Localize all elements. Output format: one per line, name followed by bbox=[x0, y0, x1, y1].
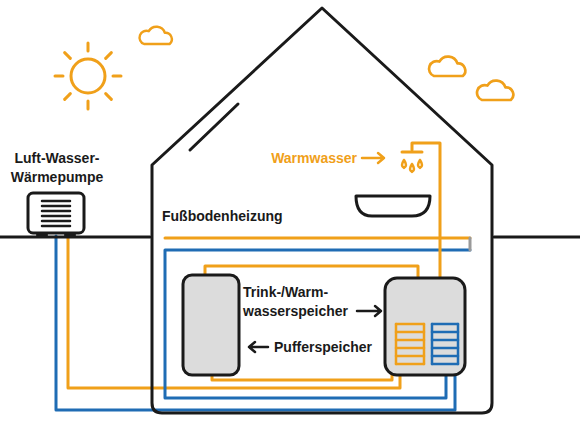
label: Warmwasser bbox=[271, 149, 357, 168]
illustration-stroke bbox=[165, 250, 470, 398]
illustration-stroke bbox=[385, 278, 465, 375]
illustration-stroke bbox=[106, 94, 112, 100]
illustration-stroke bbox=[357, 306, 381, 316]
illustration-stroke bbox=[87, 101, 90, 109]
illustration-stroke bbox=[42, 215, 70, 218]
illustration-stroke bbox=[477, 81, 513, 100]
illustration-stroke bbox=[432, 331, 458, 334]
illustration-stroke bbox=[396, 324, 424, 364]
illustration-stroke bbox=[432, 339, 458, 342]
illustration-stroke bbox=[469, 238, 472, 250]
illustration-stroke bbox=[396, 331, 424, 334]
illustration-stroke bbox=[418, 160, 422, 168]
illustration-stroke bbox=[42, 220, 70, 223]
illustration-stroke bbox=[65, 94, 71, 100]
illustration-stroke bbox=[68, 236, 400, 388]
illustration-stroke bbox=[396, 323, 424, 326]
house bbox=[0, 8, 580, 413]
illustration-stroke bbox=[249, 342, 268, 352]
illustration-stroke bbox=[432, 324, 458, 364]
illustration-stroke bbox=[190, 104, 238, 150]
illustration-stroke bbox=[38, 233, 74, 237]
illustration-stroke bbox=[140, 27, 172, 44]
illustration-stroke bbox=[71, 59, 105, 93]
illustration-stroke bbox=[55, 75, 63, 78]
illustration-stroke bbox=[396, 355, 424, 358]
illustration-stroke bbox=[356, 196, 430, 216]
illustration-stroke bbox=[432, 323, 458, 326]
illustration-stroke bbox=[165, 237, 470, 240]
illustration-stroke bbox=[42, 205, 70, 208]
illustration-stroke bbox=[28, 193, 84, 233]
illustration-stroke bbox=[396, 363, 424, 366]
illustration-stroke bbox=[183, 275, 239, 375]
label-arrows bbox=[249, 153, 384, 352]
illustration-stroke bbox=[65, 53, 71, 59]
label: Trink-/Warm- wasserspeicher bbox=[243, 283, 368, 321]
illustration-stroke bbox=[402, 151, 422, 154]
illustration-stroke bbox=[106, 53, 112, 59]
illustration-stroke bbox=[396, 347, 424, 350]
label: Fußbodenheizung bbox=[162, 207, 283, 226]
illustration-stroke bbox=[432, 355, 458, 358]
illustration-stroke bbox=[429, 57, 465, 76]
illustration-stroke bbox=[402, 160, 406, 168]
sky bbox=[55, 27, 513, 109]
illustration-stroke bbox=[362, 153, 384, 163]
label: Pufferspeicher bbox=[274, 338, 372, 357]
illustration-stroke bbox=[432, 363, 458, 366]
illustration-stroke bbox=[396, 339, 424, 342]
illustration-stroke bbox=[432, 347, 458, 350]
pipes bbox=[56, 143, 470, 410]
illustration-stroke bbox=[410, 164, 414, 172]
illustration-stroke bbox=[113, 75, 121, 78]
illustration-stroke bbox=[42, 210, 70, 213]
illustration-stroke bbox=[87, 43, 90, 51]
illustration-stroke bbox=[152, 8, 492, 413]
illustration-stroke bbox=[42, 200, 70, 203]
illustration-stroke bbox=[42, 225, 70, 228]
label: Luft-Wasser- Wärmepumpe bbox=[5, 149, 109, 187]
